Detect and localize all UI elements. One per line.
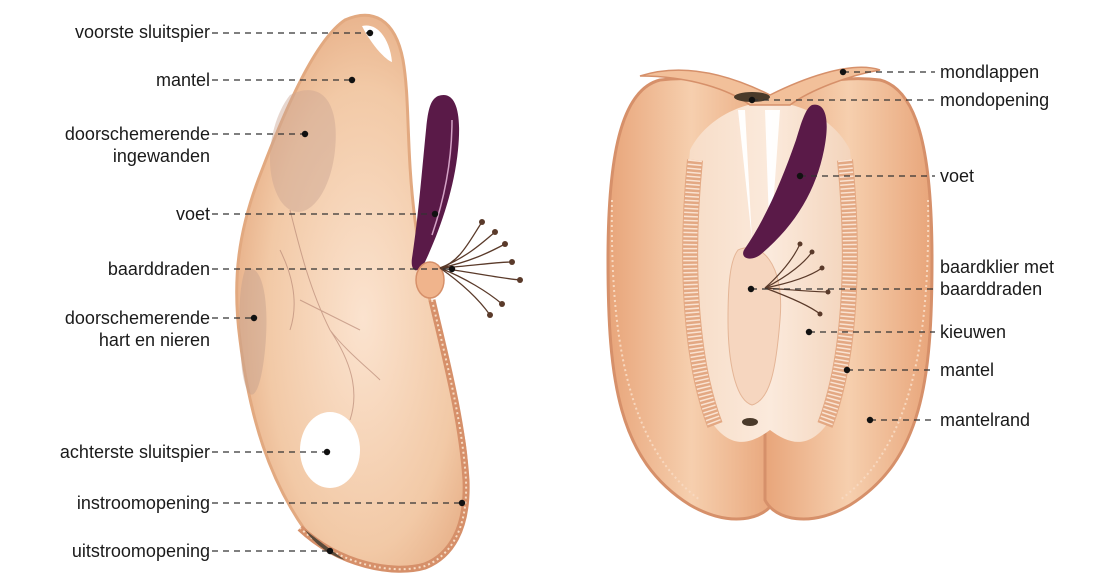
left-mussel-view — [237, 15, 523, 569]
label-voorste-sluitspier: voorste sluitspier — [75, 21, 210, 43]
label-uitstroomopening: uitstroomopening — [72, 540, 210, 562]
left-posterior-adductor — [300, 412, 360, 488]
label-baarddraden-left: baarddraden — [108, 258, 210, 280]
label-voet-left: voet — [176, 203, 210, 225]
label-ingewanden-line2: ingewanden — [65, 145, 210, 167]
label-voet-right: voet — [940, 165, 974, 187]
label-mantel-left: mantel — [156, 69, 210, 91]
label-baardklier: baardklier met baarddraden — [940, 256, 1054, 300]
label-mondlappen: mondlappen — [940, 61, 1039, 83]
label-kieuwen: kieuwen — [940, 321, 1006, 343]
left-byssus-ends — [479, 219, 523, 318]
right-bottom-opening — [742, 418, 758, 426]
label-hart-line2: hart en nieren — [65, 329, 210, 351]
label-hart-line1: doorschemerende — [65, 307, 210, 329]
label-instroomopening: instroomopening — [77, 492, 210, 514]
label-achterste-sluitspier: achterste sluitspier — [60, 441, 210, 463]
label-mantelrand: mantelrand — [940, 409, 1030, 431]
label-baardklier-line1: baardklier met — [940, 256, 1054, 278]
label-baardklier-line2: baarddraden — [940, 278, 1054, 300]
label-mantel-right: mantel — [940, 359, 994, 381]
label-hart-en-nieren: doorschemerende hart en nieren — [65, 307, 210, 351]
label-ingewanden: doorschemerende ingewanden — [65, 123, 210, 167]
label-mondopening: mondopening — [940, 89, 1049, 111]
label-ingewanden-line1: doorschemerende — [65, 123, 210, 145]
right-mussel-view — [608, 67, 932, 519]
